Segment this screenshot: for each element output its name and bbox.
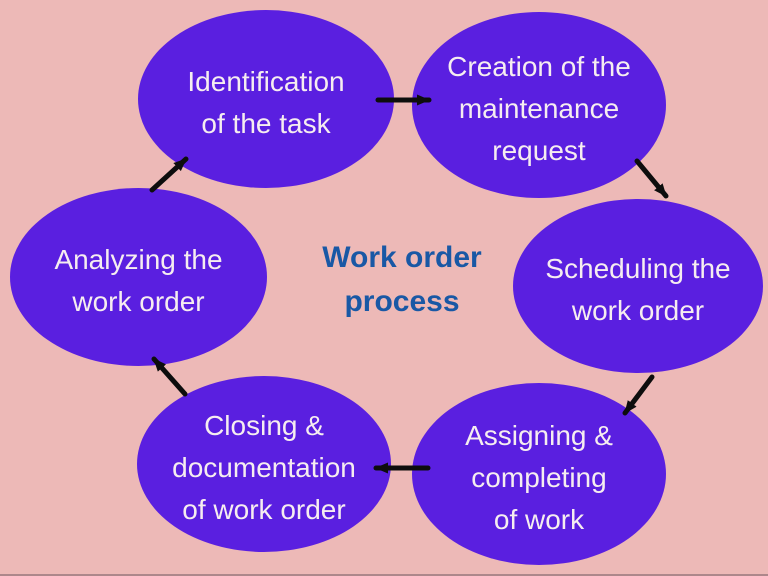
step-label: Identification of the task [187,66,345,139]
step-scheduling-the-work-order: Scheduling the work order [513,199,763,373]
step-assigning-completing-of-work: Assigning & completing of work [412,383,666,565]
arrow-creation-to-scheduling [634,158,669,199]
step-creation-of-maintenance-request: Creation of the maintenance request [412,12,666,198]
bottom-edge-line [0,574,768,576]
step-label: Scheduling the work order [545,253,731,326]
step-label: Creation of the maintenance request [447,51,631,166]
step-closing-documentation-of-work-order: Closing & documentation of work order [137,376,391,552]
step-analyzing-the-work-order: Analyzing the work order [10,188,267,366]
step-identification-of-the-task: Identification of the task [138,10,394,188]
step-label: Analyzing the work order [54,244,223,317]
step-label: Assigning & completing of work [465,420,613,535]
step-label: Closing & documentation of work order [172,410,356,525]
arrow-scheduling-to-assigning [622,374,655,416]
diagram-title: Work order process [322,241,482,318]
